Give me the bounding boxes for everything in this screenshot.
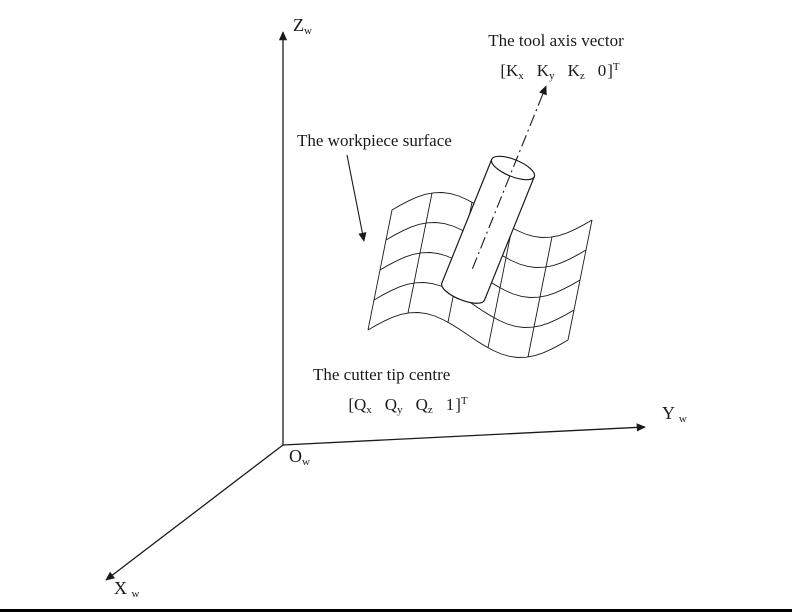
tool-cylinder-body [441,159,535,304]
component-base: Q [384,395,398,414]
component-subscript: z [579,70,585,82]
component-subscript: x [366,404,372,416]
component-base: K [567,61,580,80]
z-axis-subscript: w [304,25,312,37]
x-axis-subscript: w [131,588,140,600]
workpiece-surface-label: The workpiece surface [297,131,452,150]
origin-letter: O [289,446,302,466]
component-base: 1 [445,395,455,414]
x-axis-label: X w [114,578,139,601]
close-bracket: ] [607,61,613,80]
y-axis-letter: Y [662,403,675,423]
component-base: Q [415,395,428,414]
tool-axis-centerline [471,97,543,270]
component-subscript: z [427,404,433,416]
open-bracket: [ [348,395,355,414]
y-axis-line [282,423,646,446]
vector-component: Qz [416,395,433,417]
transpose-superscript: T [612,61,620,73]
tool-axis-vector-title: The tool axis vector [488,31,624,50]
z-axis-letter: Z [293,15,304,35]
y-axis-label: Y w [662,403,687,426]
transpose-superscript: T [460,395,468,407]
component-base: K [536,61,550,80]
y-axis-subscript: w [678,413,687,425]
scan-border-bottom [0,609,792,612]
vector-component: Qy [385,395,403,417]
x-axis-line [105,444,284,581]
component-subscript: x [518,70,524,82]
component-subscript: y [397,404,403,416]
cutter-tip-centre-label: The cutter tip centre [313,365,451,384]
vector-component: 0 [598,61,607,83]
component-base: K [506,61,519,80]
open-bracket: [ [500,61,507,80]
component-base: 0 [597,61,607,80]
component-base: Q [354,395,367,414]
tool-axis-arrow [539,85,547,98]
vector-component: 1 [446,395,455,417]
vector-component: Kz [568,61,585,83]
z-axis-label: Zw [293,15,312,38]
workpiece-pointer-arrow [346,154,367,242]
vector-component: Ky [537,61,555,83]
component-subscript: y [549,70,555,82]
origin-label: Ow [289,446,310,469]
vector-component: Kx [506,61,524,83]
close-bracket: ] [455,395,461,414]
origin-subscript: w [302,456,310,468]
x-axis-letter: X [114,578,127,598]
vector-component: Qx [354,395,372,417]
